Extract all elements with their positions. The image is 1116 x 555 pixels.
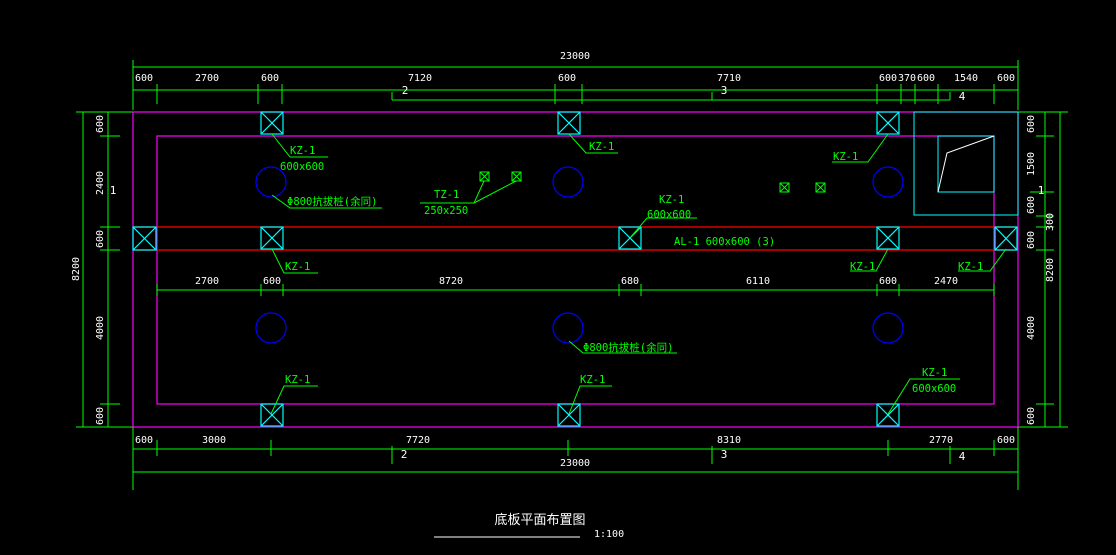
label-beam-al1: AL-1 600x600 (3)	[674, 236, 775, 248]
right-dim-3: 600	[1026, 196, 1037, 214]
column-kz1-bottom-left	[260, 403, 284, 427]
beam-dim-3: 8720	[439, 276, 463, 287]
label-kz1-right-end: KZ-1	[958, 261, 983, 273]
top-dim-1: 600	[135, 73, 153, 84]
label-kz1-mid: KZ-1	[659, 194, 684, 206]
column-kz1-bottom-mid	[557, 403, 581, 427]
tz-columns-group	[479, 171, 826, 193]
label-kz1-top-left-size: 600x600	[280, 161, 324, 173]
right-extra-dim: 300	[1045, 213, 1056, 231]
pile-2	[552, 166, 584, 198]
pile-1	[255, 166, 287, 198]
top-dim-5: 600	[558, 73, 576, 84]
pile-4	[255, 312, 287, 344]
right-dim-5: 4000	[1026, 316, 1037, 340]
label-tz1-size: 250x250	[424, 205, 468, 217]
beam-dim-7: 2470	[934, 276, 958, 287]
pile-6	[872, 312, 904, 344]
tz1-column-4	[815, 182, 826, 193]
label-pile-bottom: Φ800抗拔桩(余同)	[583, 341, 673, 354]
beam-dim-6: 600	[879, 276, 897, 287]
top-total-dim: 23000	[560, 51, 590, 62]
bottom-axis-2: 2	[401, 448, 408, 461]
bottom-dimension-chain	[132, 427, 1019, 490]
label-kz1-bottom-right: KZ-1	[922, 367, 947, 379]
beam-dim-1: 2700	[195, 276, 219, 287]
drawing-title: 底板平面布置图	[494, 512, 585, 528]
label-kz1-top-mid: KZ-1	[589, 141, 614, 153]
top-dim-7: 600	[879, 73, 897, 84]
right-dim-2: 1500	[1026, 152, 1037, 176]
leader-lines	[270, 133, 1007, 415]
label-pile-top: Φ800抗拔桩(余同)	[287, 195, 377, 208]
left-total-dim: 8200	[71, 257, 82, 281]
column-kz1-beam-right-end	[994, 226, 1018, 251]
top-axis-2: 2	[402, 84, 409, 97]
left-dim-4: 4000	[95, 316, 106, 340]
left-dim-2: 2400	[95, 171, 106, 195]
piles-group	[255, 166, 904, 344]
beam-dim-4: 680	[621, 276, 639, 287]
drawing-scale: 1:100	[594, 529, 624, 540]
top-dim-2: 2700	[195, 73, 219, 84]
bottom-dim-4: 8310	[717, 435, 741, 446]
right-dim-1: 600	[1026, 115, 1037, 133]
bottom-total-dim: 23000	[560, 458, 590, 469]
left-dim-1: 600	[95, 115, 106, 133]
top-dim-10: 1540	[954, 73, 978, 84]
pit-slope-line	[937, 135, 995, 193]
label-kz1-mid-size: 600x600	[647, 209, 691, 221]
right-axis-1: 1	[1038, 184, 1045, 197]
right-dimension-chain	[1018, 111, 1068, 428]
top-dim-9: 600	[917, 73, 935, 84]
pile-3	[872, 166, 904, 198]
right-dim-4: 600	[1026, 231, 1037, 249]
left-axis-1: 1	[110, 184, 117, 197]
beam-dim-2: 600	[263, 276, 281, 287]
label-kz1-bottom-left: KZ-1	[285, 374, 310, 386]
bottom-dim-1: 600	[135, 435, 153, 446]
corner-pit	[913, 111, 1019, 216]
left-dimension-chain	[76, 111, 133, 428]
top-dim-8: 370	[898, 73, 916, 84]
tz1-column-2	[511, 171, 522, 182]
column-kz1-bottom-right	[876, 403, 900, 427]
right-total-dim: 8200	[1045, 258, 1056, 282]
left-dim-5: 600	[95, 407, 106, 425]
pile-5	[552, 312, 584, 344]
top-dim-11: 600	[997, 73, 1015, 84]
top-dim-4: 7120	[408, 73, 432, 84]
right-dim-6: 600	[1026, 407, 1037, 425]
bottom-dim-3: 7720	[406, 435, 430, 446]
tz1-column-1	[479, 171, 490, 182]
label-kz1-beam-right: KZ-1	[850, 261, 875, 273]
top-axis-4: 4	[959, 90, 966, 103]
tz1-column-3	[779, 182, 790, 193]
bottom-axis-3: 3	[721, 448, 728, 461]
label-kz1-top-left: KZ-1	[290, 145, 315, 157]
bottom-dim-5: 2770	[929, 435, 953, 446]
label-kz1-beam-left: KZ-1	[285, 261, 310, 273]
bottom-dim-2: 3000	[202, 435, 226, 446]
bottom-axis-4: 4	[959, 450, 966, 463]
column-kz1-beam-left-end	[132, 226, 157, 251]
label-kz1-bottom-right-size: 600x600	[912, 383, 956, 395]
beam-dimension-chain	[156, 284, 995, 296]
bottom-dim-6: 600	[997, 435, 1015, 446]
label-tz1: TZ-1	[434, 189, 459, 201]
beam-dim-5: 6110	[746, 276, 770, 287]
top-dim-6: 7710	[717, 73, 741, 84]
top-dimension-chain	[132, 60, 1019, 110]
label-kz1-top-right: KZ-1	[833, 151, 858, 163]
left-dim-3: 600	[95, 230, 106, 248]
columns-group	[132, 111, 1018, 427]
label-kz1-bottom-mid: KZ-1	[580, 374, 605, 386]
top-dim-3: 600	[261, 73, 279, 84]
top-axis-3: 3	[721, 84, 728, 97]
